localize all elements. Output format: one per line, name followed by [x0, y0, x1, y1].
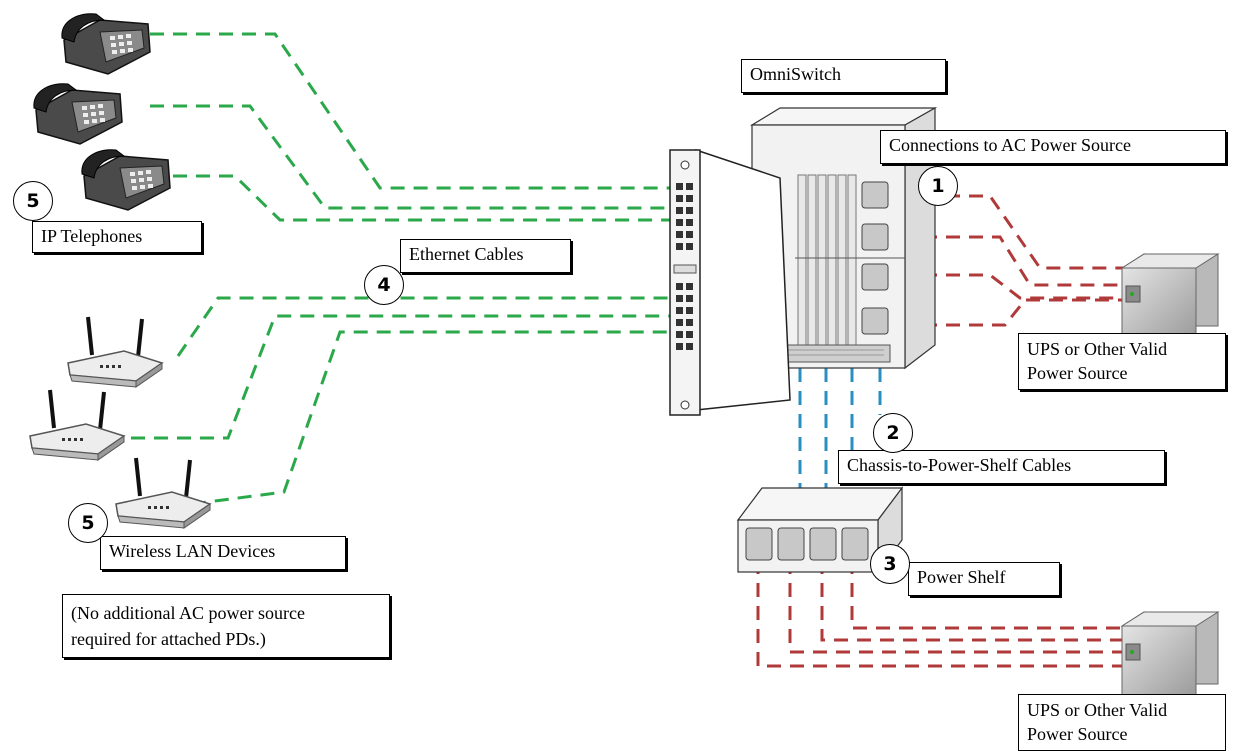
ip-telephone-icon: [81, 149, 171, 211]
power-shelf-icon: [736, 486, 904, 574]
callout-3: 3: [870, 544, 910, 584]
shelf-power-cables: [756, 560, 1140, 668]
note-line-1: (No additional AC power source: [71, 603, 305, 623]
ups-bottom-line-1: UPS or Other Valid: [1027, 700, 1168, 720]
callout-1: 1: [918, 166, 958, 206]
ethernet-cable: [150, 104, 680, 210]
ip-telephone-icon: [33, 83, 123, 145]
wireless-access-point-icon: [29, 389, 126, 461]
ethernet-switch-module-icon: [669, 148, 791, 416]
power-shelf-label: Power Shelf: [908, 562, 1060, 596]
ethernet-cable: [176, 296, 680, 357]
ethernet-cables-label: Ethernet Cables: [400, 239, 571, 273]
note-line-2: required for attached PDs.): [71, 629, 266, 649]
ethernet-cable: [150, 32, 680, 190]
callout-2: 2: [873, 413, 913, 453]
ups-top-line-1: UPS or Other Valid: [1027, 339, 1168, 359]
ups-top-line-2: Power Source: [1027, 363, 1128, 383]
ethernet-cable: [191, 330, 680, 506]
wireless-lan-devices-label: Wireless LAN Devices: [100, 536, 346, 570]
wireless-access-point-icon: [115, 457, 212, 529]
ethernet-cable: [108, 314, 680, 440]
ups-top-label: UPS or Other Valid Power Source: [1018, 333, 1226, 390]
chassis-to-shelf-cables: [798, 368, 882, 488]
callout-4: 4: [364, 265, 404, 305]
chassis-to-power-shelf-cables-label: Chassis-to-Power-Shelf Cables: [838, 450, 1165, 484]
ups-icon: [1120, 611, 1220, 699]
ip-telephone-icon: [61, 13, 151, 75]
callout-5-wireless: 5: [68, 503, 108, 543]
ip-telephones-label: IP Telephones: [32, 221, 202, 253]
wireless-access-point-icon: [67, 316, 164, 388]
ups-bottom-label: UPS or Other Valid Power Source: [1018, 694, 1226, 751]
ethernet-cables: [108, 32, 680, 506]
no-ac-power-note: (No additional AC power source required …: [62, 594, 390, 658]
ethernet-cable: [150, 174, 680, 222]
omniswitch-label: OmniSwitch: [741, 59, 946, 93]
ups-icon: [1120, 253, 1220, 341]
ups-bottom-line-2: Power Source: [1027, 724, 1128, 744]
ac-connections-label: Connections to AC Power Source: [880, 130, 1226, 164]
ac-power-cables: [900, 194, 1140, 327]
callout-5-phones: 5: [13, 181, 53, 221]
